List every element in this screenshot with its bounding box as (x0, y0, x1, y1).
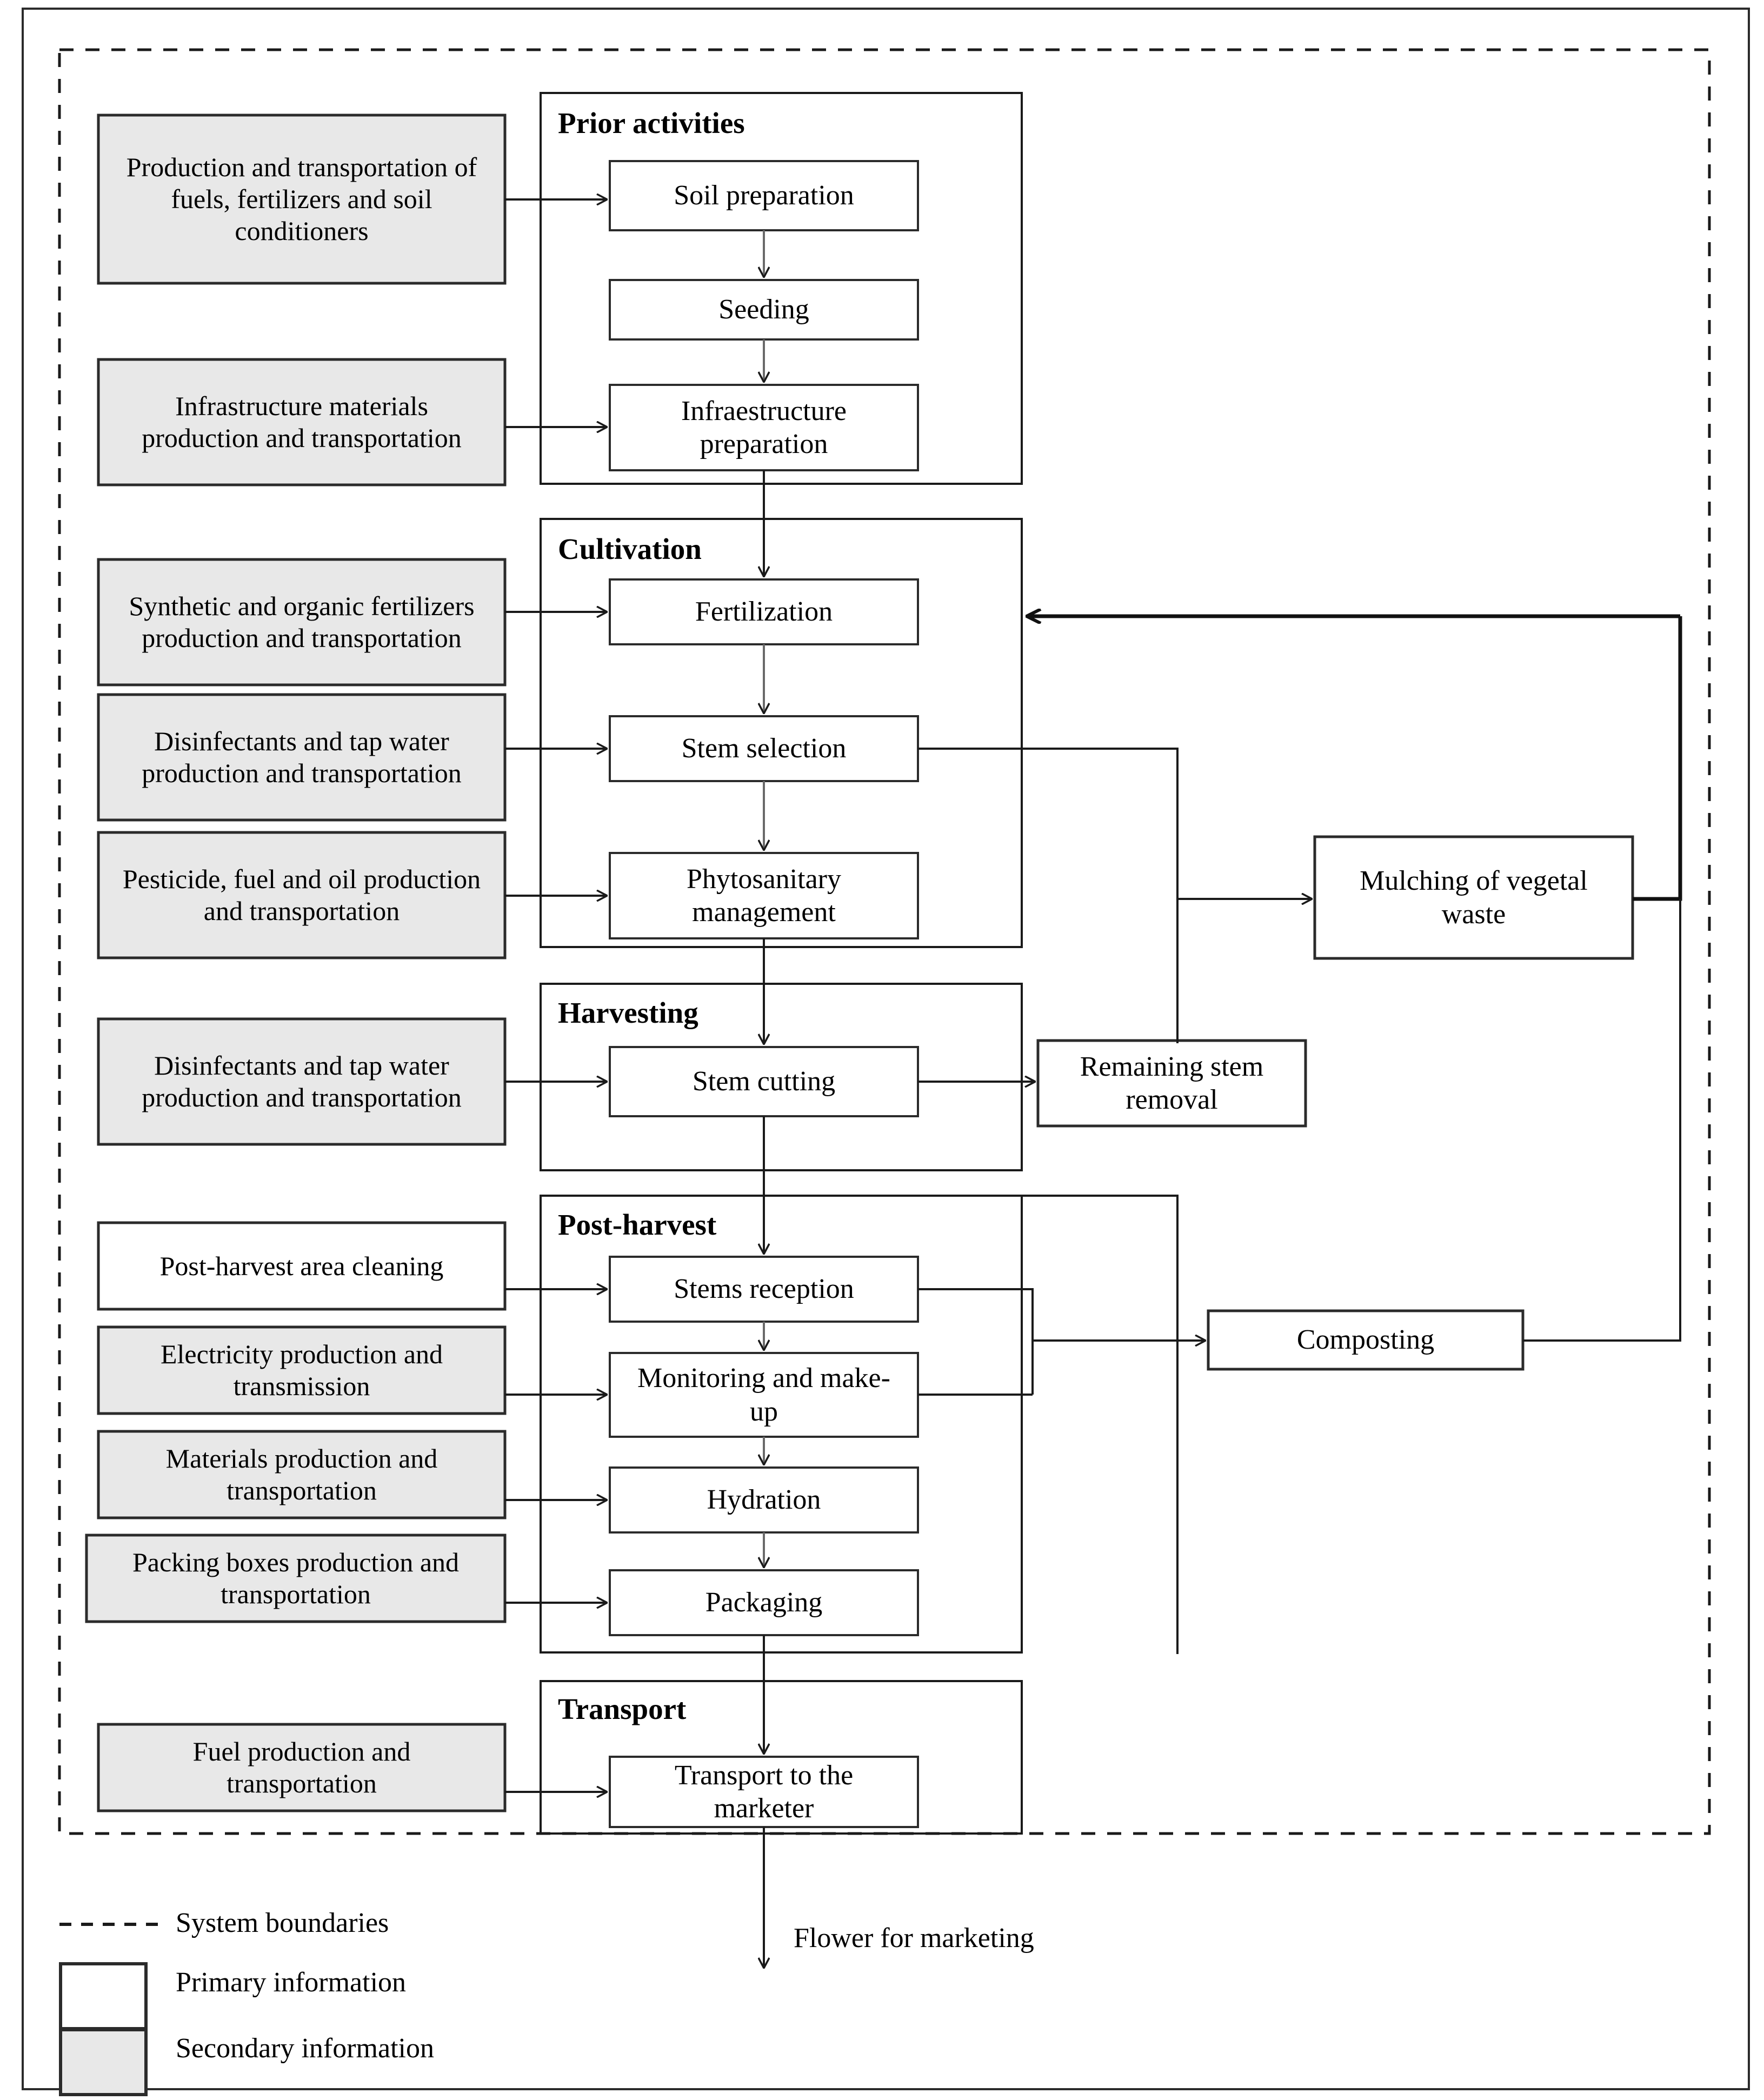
box-phytosanitary (609, 852, 919, 939)
legend-label-secondary-information: Secondary information (176, 2033, 434, 2064)
legend-label-primary-information: Primary information (176, 1967, 407, 1998)
box-infrastructure-materials (97, 358, 507, 486)
box-fuels-fert-soil (97, 114, 507, 285)
group-box-transport (540, 1680, 1023, 1835)
group-title-transport: Transport (558, 1692, 687, 1725)
box-disinfectants-water-2 (97, 1017, 507, 1146)
box-packing-boxes (85, 1534, 507, 1623)
box-materials-prod (97, 1430, 507, 1519)
group-title-prior: Prior activities (558, 106, 745, 139)
box-stems-reception (609, 1256, 919, 1323)
group-box-cultivation (540, 518, 1023, 948)
box-monitoring-makeup (609, 1352, 919, 1438)
legend-label-system-boundaries: System boundaries (176, 1908, 389, 1938)
box-fertilization (609, 578, 919, 645)
input-arrows (505, 199, 607, 1792)
box-stem-selection (609, 715, 919, 782)
box-soil-preparation (609, 160, 919, 231)
box-synthetic-organic-fert (97, 558, 507, 686)
group-title-harvesting: Harvesting (558, 996, 698, 1029)
box-transport-marketer (609, 1756, 919, 1828)
legend-swatch-white-box (59, 1962, 148, 2030)
waste-routing (918, 616, 1682, 1654)
box-stem-cutting (609, 1046, 919, 1117)
box-remaining-stem-removal (1036, 1039, 1307, 1128)
box-fuel-prod (97, 1723, 507, 1812)
group-box-harvesting (540, 983, 1023, 1171)
box-hydration (609, 1466, 919, 1534)
legend-swatch-grey-box (59, 2028, 148, 2096)
box-infrastructure-prep (609, 384, 919, 471)
group-title-cultivation: Cultivation (558, 532, 702, 565)
box-composting (1207, 1309, 1525, 1371)
group-box-postharvest (540, 1195, 1023, 1654)
box-electricity (97, 1325, 507, 1415)
page-frame (22, 8, 1750, 2090)
box-pesticide-fuel-oil (97, 831, 507, 959)
group-title-postharvest: Post-harvest (558, 1208, 717, 1241)
group-box-prior (540, 92, 1023, 485)
annotation-flower-output: Flower for marketing (794, 1923, 1034, 1954)
box-postharvest-cleaning (97, 1221, 507, 1311)
box-packaging (609, 1569, 919, 1636)
box-disinfectants-water-1 (97, 693, 507, 822)
